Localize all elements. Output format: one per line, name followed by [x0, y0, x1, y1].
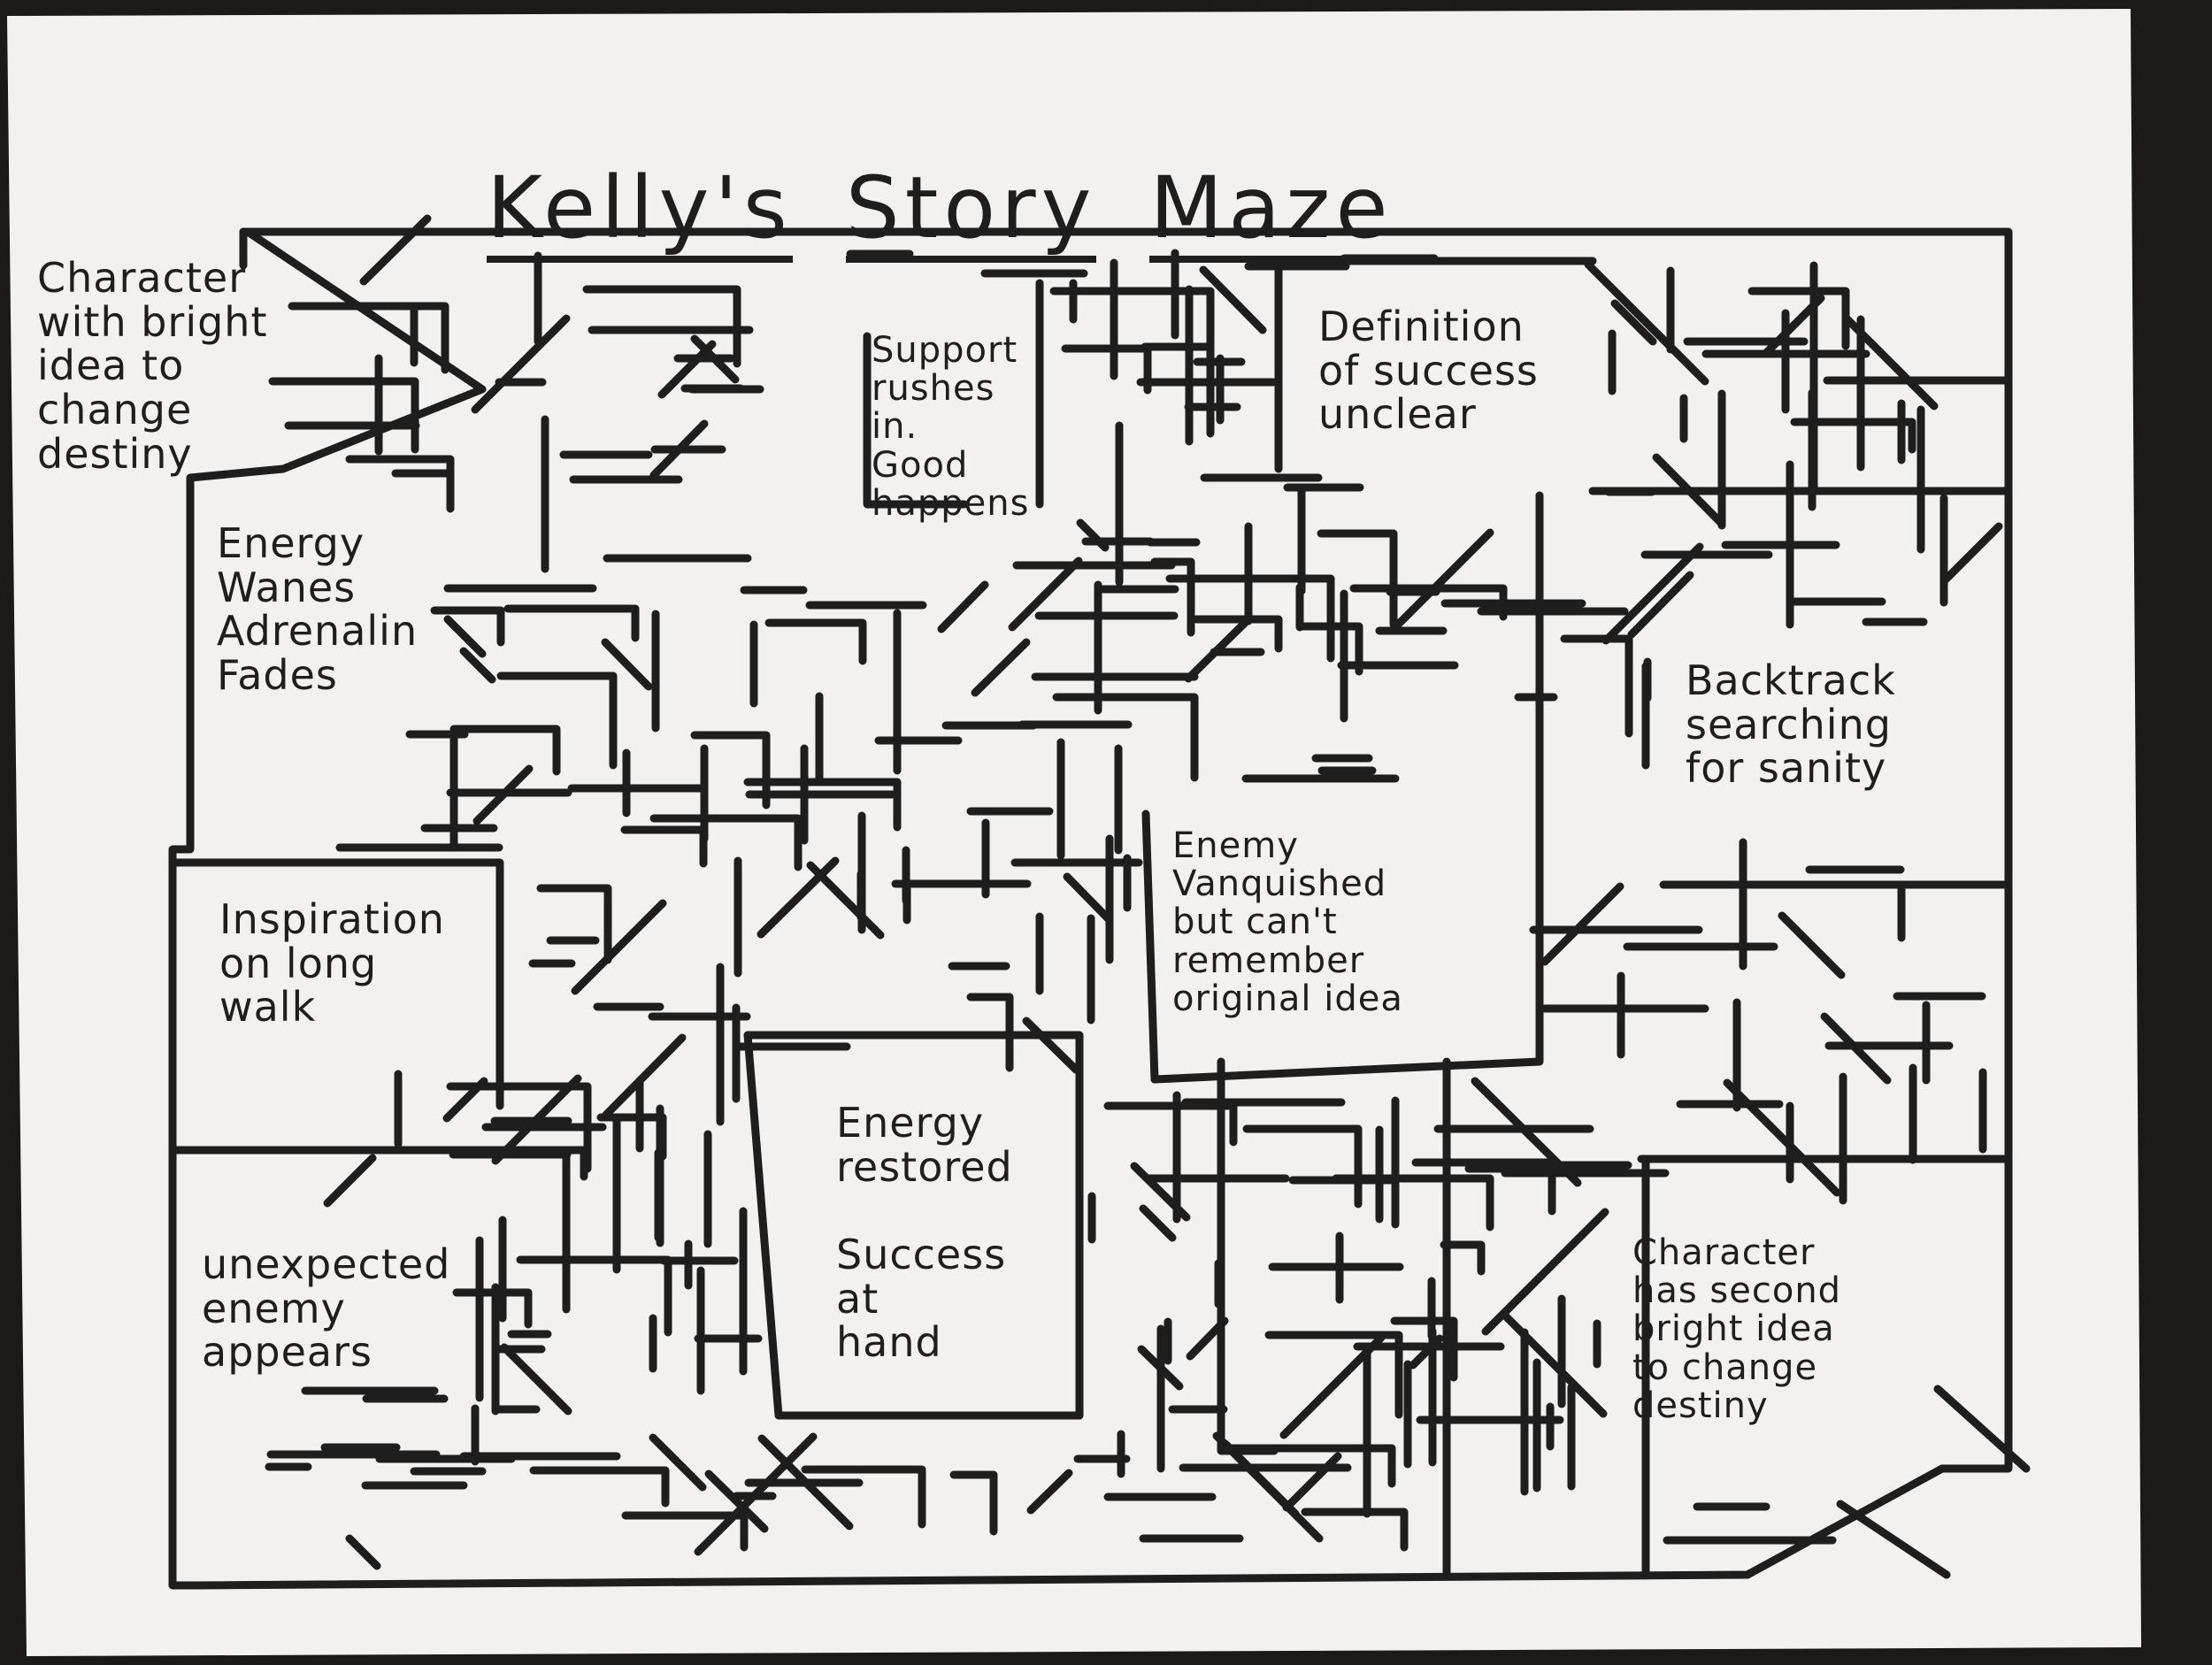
- label-support: Support rushes in. Good happens: [872, 332, 1029, 523]
- title-word-story: Story: [846, 163, 1097, 264]
- label-unexpected-enemy: unexpected enemy appears: [202, 1243, 450, 1375]
- label-energy-wanes: Energy Wanes Adrenalin Fades: [217, 522, 418, 698]
- label-backtrack: Backtrack searching for sanity: [1686, 659, 1896, 791]
- label-second-idea: Character has second bright idea to chan…: [1632, 1234, 1841, 1425]
- label-definition: Definition of success unclear: [1318, 305, 1539, 437]
- label-enemy-vanquished: Enemy Vanquished but can't remember orig…: [1172, 827, 1403, 1018]
- title-word-maze: Maze: [1149, 163, 1393, 264]
- title-word-kellys: Kelly's: [487, 163, 793, 264]
- label-energy-restored: Energy restored Success at hand: [836, 1101, 1013, 1365]
- label-inspiration: Inspiration on long walk: [219, 898, 445, 1030]
- maze-title: Kelly's Story Maze: [487, 71, 1447, 263]
- label-start: Character with bright idea to change des…: [37, 257, 268, 476]
